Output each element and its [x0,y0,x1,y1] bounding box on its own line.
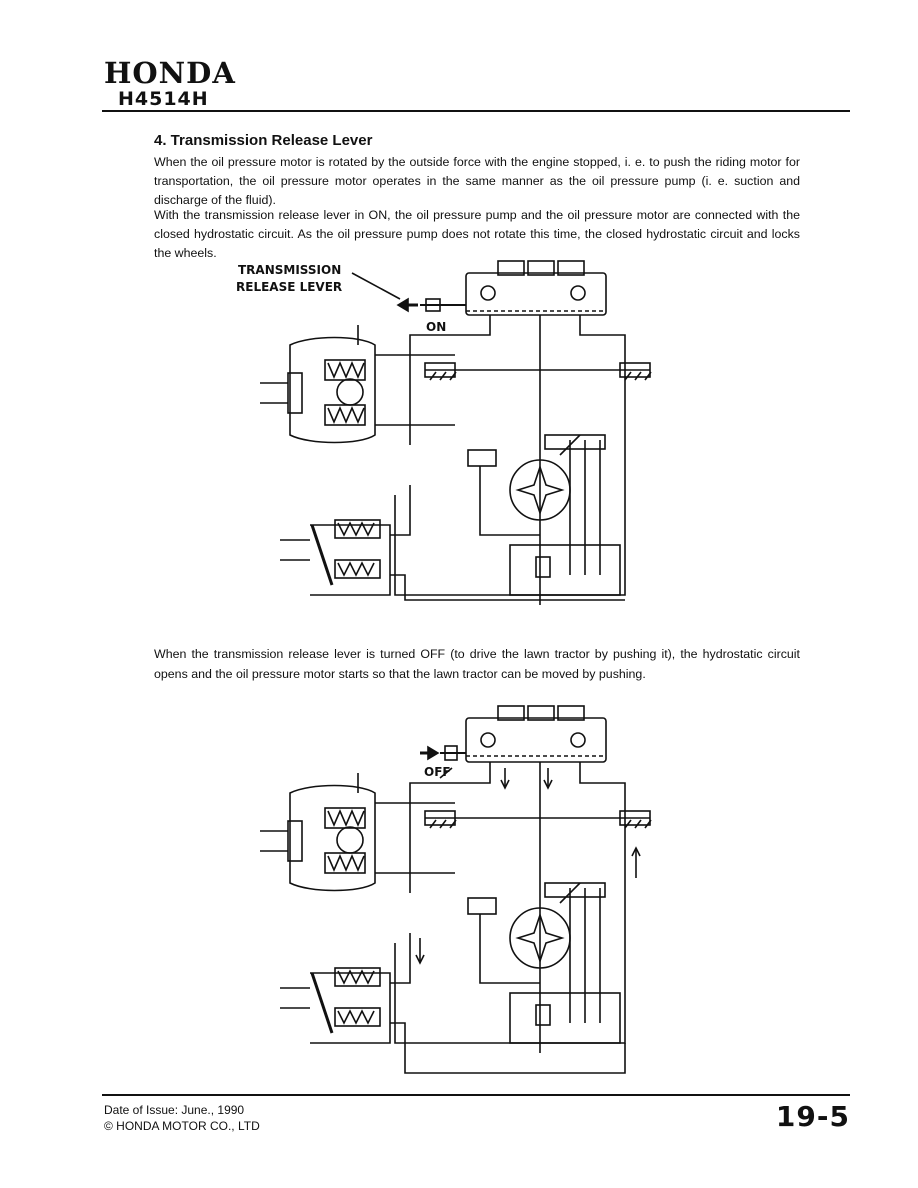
transmission-label-line2: RELEASE LEVER [236,280,343,294]
paragraph-3: When the transmission release lever is t… [154,647,800,681]
footer-rule [102,1094,850,1096]
lever-on-label: ON [426,320,447,334]
hydrostatic-circuit-on-diagram [260,260,652,605]
model-number: H4514H [118,88,209,110]
transmission-label-line1: TRANSMISSION [238,263,342,277]
honda-logo: HONDA [104,56,236,90]
header-rule [102,110,850,112]
page-number: 19-5 [775,1100,850,1133]
paragraph-2: With the transmission release lever in O… [154,208,800,260]
paragraph-1: When the oil pressure motor is rotated b… [154,155,800,207]
hydrostatic-circuit-off-diagram [260,705,652,1074]
copyright: © HONDA MOTOR CO., LTD [104,1119,260,1133]
section-title: 4. Transmission Release Lever [154,132,373,149]
issue-date: Date of Issue: June., 1990 [104,1103,245,1117]
